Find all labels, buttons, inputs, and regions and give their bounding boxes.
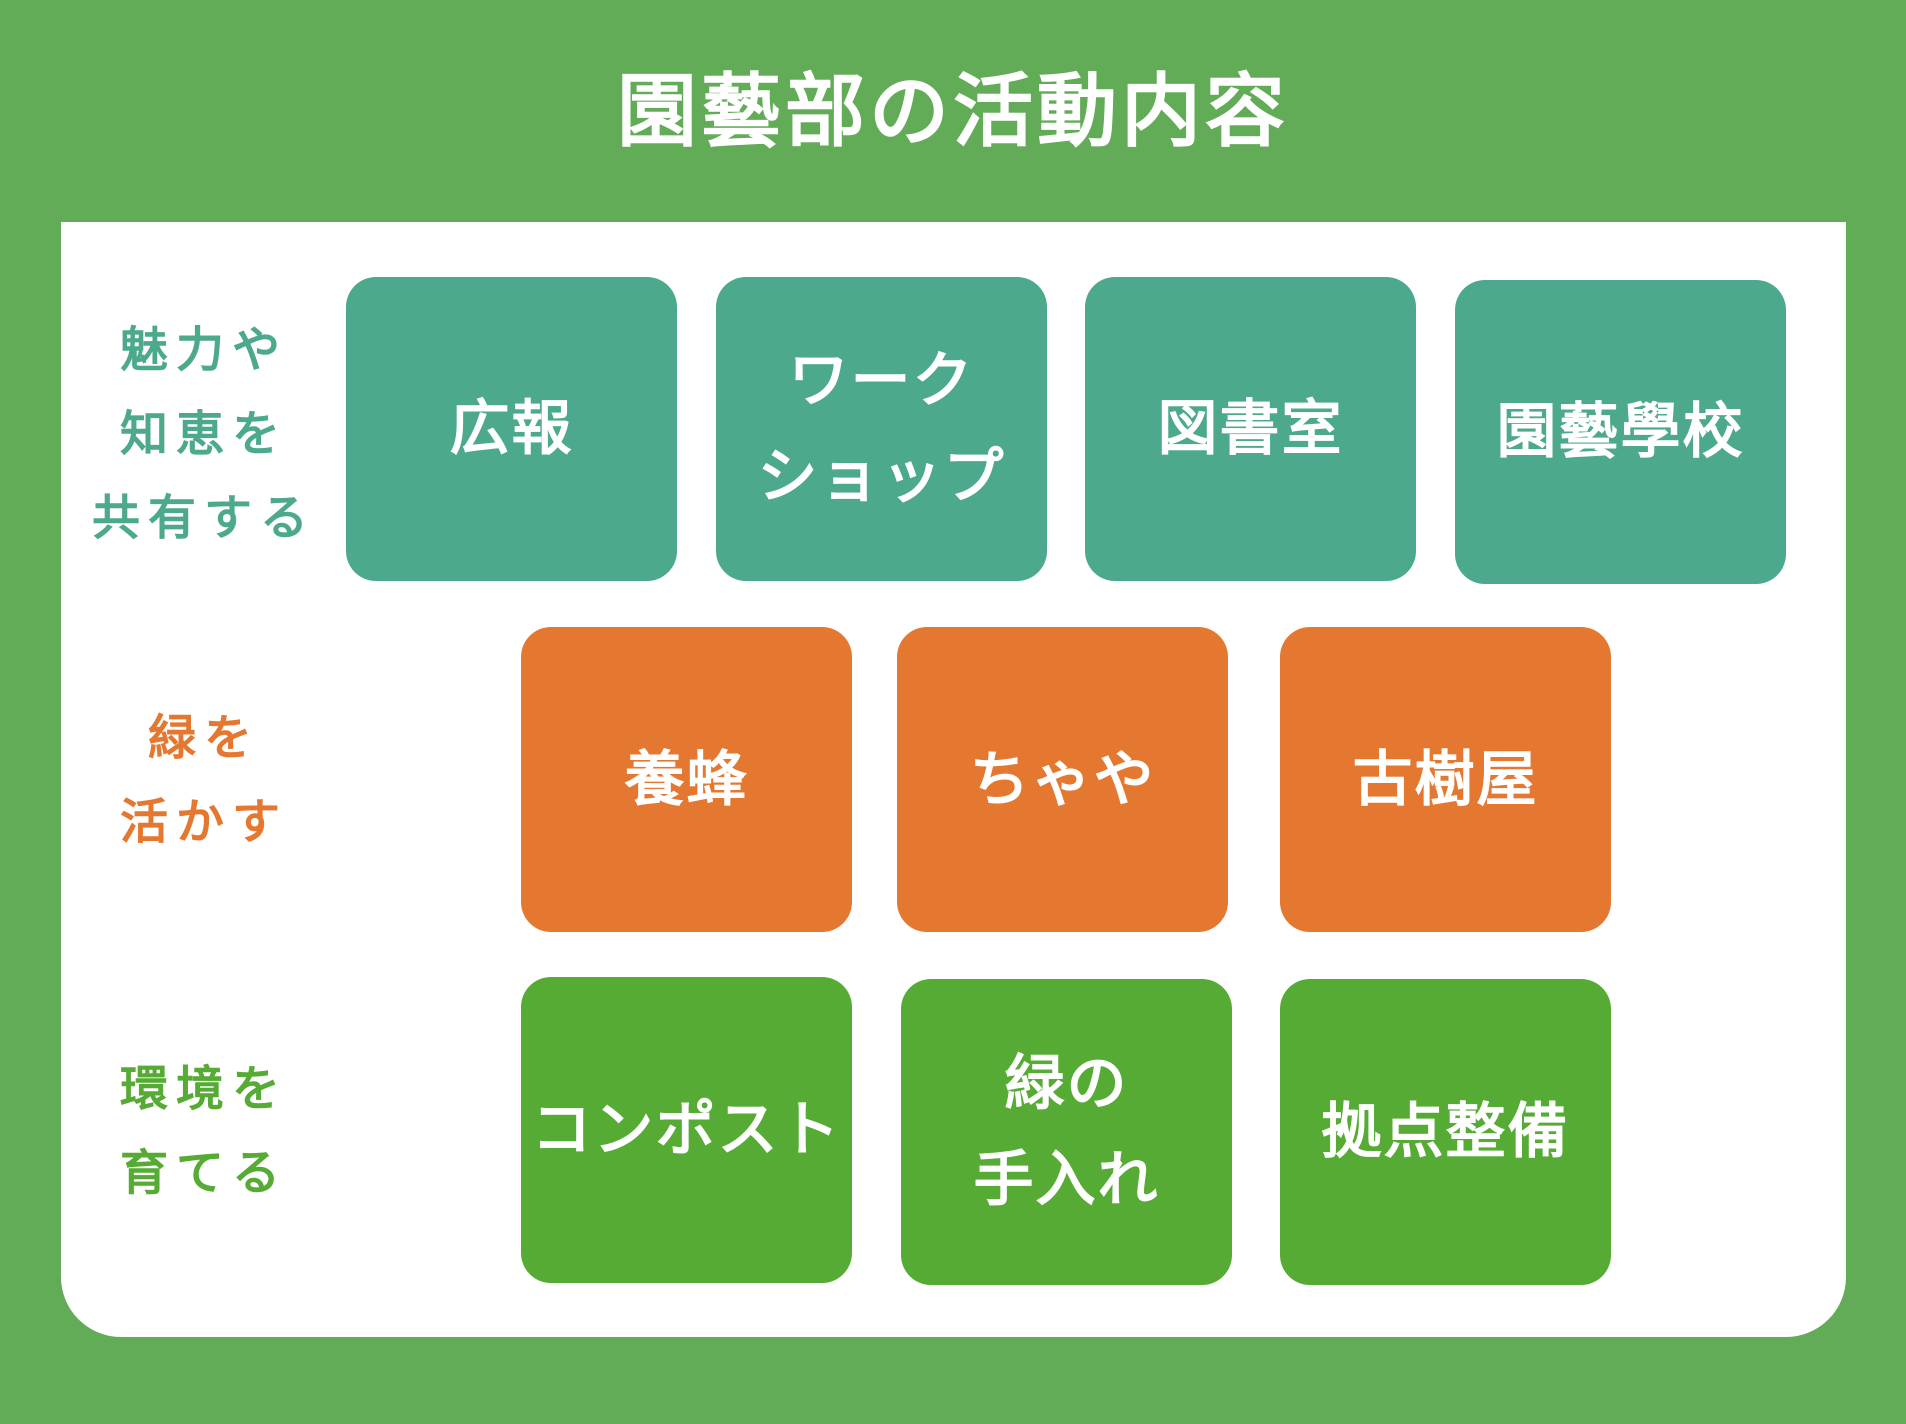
label-line: 環境を	[119, 1061, 288, 1117]
tile-pr[interactable]: 広報	[346, 277, 677, 581]
row-label-share: 魅力や 知恵を 共有する	[84, 308, 324, 560]
tile-label: 養蜂	[624, 744, 749, 815]
row-label-nurture: 環境を 育てる	[84, 1047, 324, 1215]
row-label-utilize: 緑を 活かす	[84, 696, 324, 864]
tile-base-maintenance[interactable]: 拠点整備	[1280, 979, 1611, 1285]
tile-label: 図書室	[1157, 394, 1344, 464]
tile-chaya[interactable]: ちゃや	[897, 627, 1228, 932]
tile-workshop[interactable]: ワークショップ	[716, 277, 1047, 581]
tile-compost[interactable]: コンポスト	[521, 977, 852, 1283]
tile-green-care[interactable]: 緑の手入れ	[901, 979, 1232, 1285]
tile-label: コンポスト	[531, 1095, 842, 1165]
tile-label: 緑の	[1004, 1049, 1129, 1119]
label-line: 育てる	[119, 1145, 288, 1201]
label-line: 魅力や	[119, 322, 288, 378]
page-title: 園藝部の活動内容	[617, 65, 1289, 158]
tile-label: 手入れ	[973, 1145, 1160, 1215]
label-line: 共有する	[91, 490, 316, 546]
label-line: 活かす	[119, 794, 288, 850]
tile-label: ワーク	[788, 346, 975, 416]
label-line: 知恵を	[119, 406, 288, 462]
tile-garden-school[interactable]: 園藝學校	[1455, 280, 1786, 584]
label-line: 緑を	[147, 710, 260, 766]
tile-beekeeping[interactable]: 養蜂	[521, 627, 852, 932]
tile-label: 拠点整備	[1321, 1097, 1570, 1167]
tile-label: 園藝學校	[1496, 397, 1745, 467]
tile-old-tree-shop[interactable]: 古樹屋	[1280, 627, 1611, 932]
tile-library[interactable]: 図書室	[1085, 277, 1416, 581]
tile-label: 広報	[449, 394, 574, 464]
tile-label: ちゃや	[969, 744, 1156, 815]
tile-label: ショップ	[757, 442, 1006, 512]
tile-label: 古樹屋	[1352, 744, 1539, 815]
